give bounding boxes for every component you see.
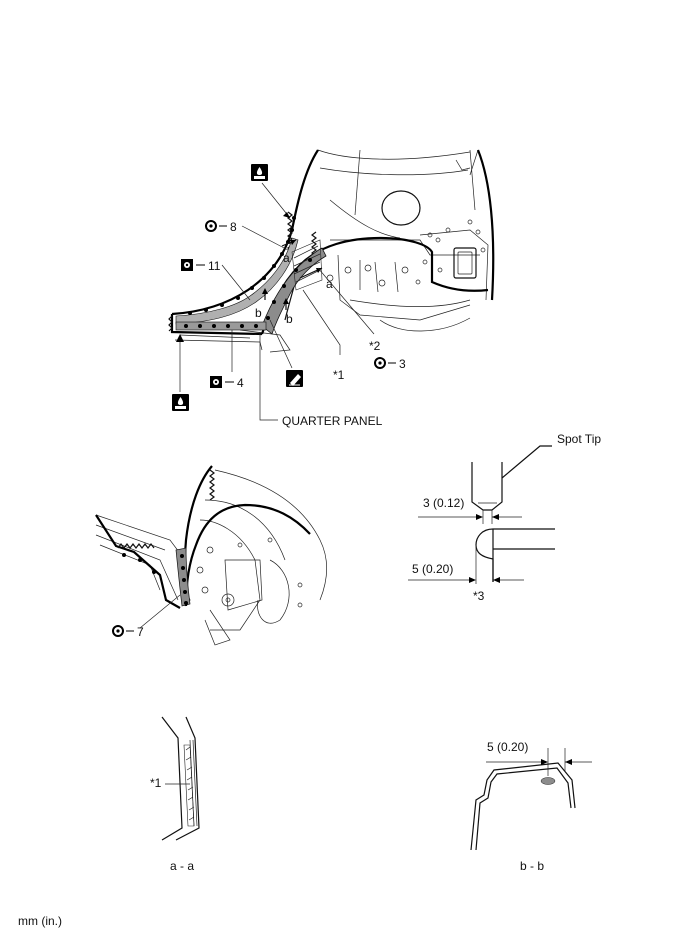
- note-3: *3: [473, 589, 485, 603]
- section-a-a: *1 a - a: [150, 716, 200, 873]
- svg-text:4: 4: [237, 376, 244, 390]
- callout-3: 3: [374, 357, 406, 371]
- section-b-b: 5 (0.20) b - b: [470, 740, 592, 873]
- lamp-opening: [453, 247, 477, 279]
- brazing-symbol-bottom-icon: [172, 394, 189, 411]
- note-1-section: *1: [150, 776, 162, 790]
- section-b-label-right: b: [286, 312, 293, 326]
- callout-4: 4: [210, 376, 244, 390]
- section-a-label-top: a: [283, 251, 290, 265]
- quarter-panel-label: QUARTER PANEL: [282, 414, 383, 428]
- callout-8: 8: [205, 220, 237, 234]
- spot-weld-points: [184, 216, 312, 328]
- section-b-label-left: b: [255, 306, 262, 320]
- svg-text:8: 8: [230, 220, 237, 234]
- note-1-top: *1: [333, 368, 345, 382]
- svg-text:3: 3: [399, 357, 406, 371]
- quarter-panel-overview: a a b b 8 11 3 4: [168, 149, 495, 428]
- wheel-house-view: 7: [95, 465, 328, 646]
- dim-5-bottom-label: 5 (0.20): [487, 740, 528, 754]
- svg-text:7: 7: [137, 625, 144, 639]
- note-2: *2: [369, 339, 381, 353]
- fuel-lid-opening: [381, 190, 421, 226]
- dim-3-label: 3 (0.12): [423, 496, 464, 510]
- units-label: mm (in.): [18, 914, 62, 928]
- spot-tip-label: Spot Tip: [557, 432, 601, 446]
- brazing-symbol-top-icon: [251, 164, 268, 181]
- sealer-symbol-icon: [286, 370, 303, 387]
- section-bb-label: b - b: [520, 859, 544, 873]
- section-aa-label: a - a: [170, 859, 194, 873]
- callout-11: 11: [181, 259, 221, 273]
- spot-tip-detail: Spot Tip 3 (0.12) 5 (0.20) *3: [408, 432, 601, 603]
- callout-7: 7: [112, 625, 144, 639]
- dim-5-top-label: 5 (0.20): [412, 562, 453, 576]
- svg-text:11: 11: [208, 259, 221, 273]
- section-a-label-mid: a: [326, 277, 333, 291]
